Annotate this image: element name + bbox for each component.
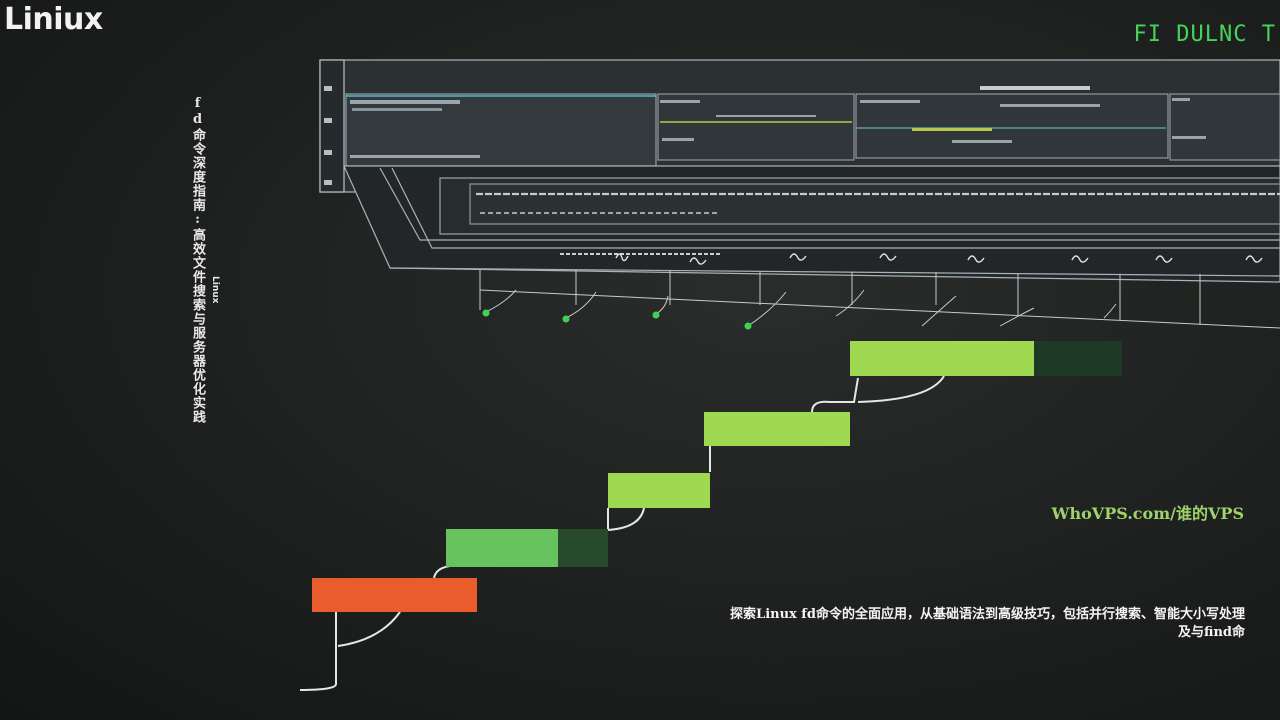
step-bar-1 xyxy=(312,578,477,612)
node-dots xyxy=(482,309,752,330)
step-bar-3 xyxy=(608,473,710,508)
step-bar-2 xyxy=(446,529,558,567)
code-panel xyxy=(343,165,1280,283)
site-logo: Liniux xyxy=(4,2,103,37)
step-connectors xyxy=(299,375,945,691)
step-bar-5 xyxy=(850,341,1034,376)
step-bar-4 xyxy=(704,412,850,446)
step-bar-2-shadow xyxy=(558,529,608,567)
step-bar-5-shadow xyxy=(1034,341,1122,376)
article-vertical-title: fd命令深度指南:高效文件搜索与服务器优化实践 xyxy=(190,96,205,424)
panel-scribble-text xyxy=(324,86,1206,185)
banner-title: FI DULNC T xyxy=(1133,22,1276,47)
article-vertical-subtitle: Linux xyxy=(210,276,220,304)
panel-marks xyxy=(615,253,1263,265)
article-description: 探索Linux fd命令的全面应用，从基础语法到高级技巧，包括并行搜索、智能大小… xyxy=(730,607,1245,640)
site-watermark: WhoVPS.com/谁的VPS xyxy=(1051,504,1244,523)
